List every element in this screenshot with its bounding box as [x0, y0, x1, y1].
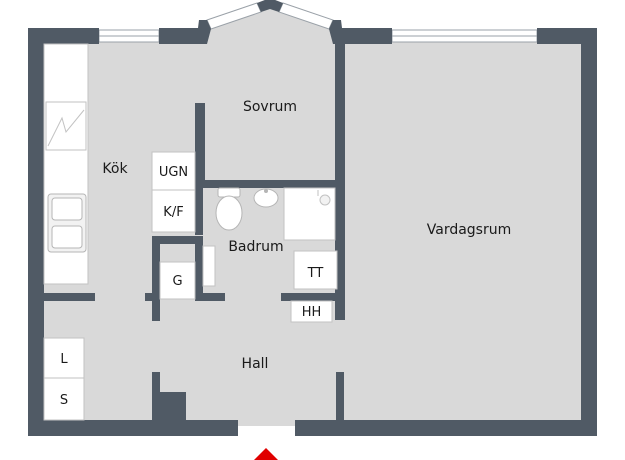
- bathroom-fixtures: TT: [202, 187, 338, 290]
- closet-g-label: G: [172, 274, 182, 289]
- hat-rack-label: HH: [302, 305, 322, 320]
- closet-s-label: S: [60, 393, 68, 408]
- wall-bathroom-left: [195, 180, 203, 235]
- fridge-freezer-label: K/F: [163, 205, 183, 220]
- stove-icon: [45, 101, 87, 151]
- wall-closet-g-top: [152, 236, 202, 244]
- appliance-column: [151, 151, 196, 233]
- shower-icon: [283, 187, 336, 241]
- oven-box: [151, 151, 196, 191]
- wall-living-room-divider-lower: [336, 372, 344, 422]
- toilet-icon: [215, 187, 243, 231]
- bathtub-edge: [202, 245, 216, 287]
- wall-bay-tip: [257, 0, 283, 12]
- room-label-bedroom: Sovrum: [243, 99, 297, 115]
- closet-s-box: [43, 377, 85, 421]
- wall-left: [28, 28, 44, 436]
- oven-label: UGN: [159, 165, 188, 180]
- walls: [28, 0, 597, 436]
- tumble-dryer-label: TT: [307, 266, 324, 281]
- wall-top-mid-left: [159, 28, 207, 44]
- wall-right: [581, 28, 597, 436]
- wall-bottom-left: [28, 420, 238, 436]
- wall-bay-left: [196, 20, 211, 44]
- hat-rack-box: [290, 300, 333, 323]
- tumble-dryer-box: [293, 250, 338, 290]
- room-label-kitchen: Kök: [102, 161, 128, 177]
- wall-top-mid-right: [333, 28, 392, 44]
- kitchen-sink-icon: [47, 193, 87, 253]
- room-label-hall: Hall: [242, 356, 269, 372]
- entrance-arrow-icon: [254, 448, 278, 460]
- wall-closet-g-left: [152, 236, 160, 321]
- wall-closet-g-right: [195, 236, 203, 301]
- wall-bottom-right: [295, 420, 597, 436]
- wall-kitchen-stub: [145, 293, 157, 301]
- closet-l-box: [43, 337, 85, 379]
- wall-hall-block-fill: [160, 392, 186, 422]
- wall-bathroom-bottom-right: [281, 293, 340, 301]
- closets: G HH L S: [43, 261, 333, 421]
- wall-bathroom-top: [195, 180, 340, 188]
- sink-icon: [253, 188, 279, 208]
- wall-bedroom-left: [195, 103, 205, 188]
- fridge-freezer-box: [151, 189, 196, 233]
- wall-bathroom-bottom: [195, 293, 225, 301]
- living-room-floor: [340, 42, 583, 426]
- room-label-bathroom: Badrum: [228, 239, 283, 255]
- closet-g-box: [159, 261, 196, 300]
- room-label-living-room: Vardagsrum: [427, 222, 512, 238]
- kitchen-fixtures: UGN K/F: [43, 43, 196, 285]
- wall-bay-right: [329, 20, 344, 44]
- closet-l-label: L: [60, 352, 68, 367]
- room-labels: Sovrum Kök Badrum Vardagsrum Hall: [102, 99, 511, 372]
- wall-kitchen-bottom: [40, 293, 95, 301]
- wall-top-left: [28, 28, 99, 44]
- wall-hall-block: [152, 372, 160, 422]
